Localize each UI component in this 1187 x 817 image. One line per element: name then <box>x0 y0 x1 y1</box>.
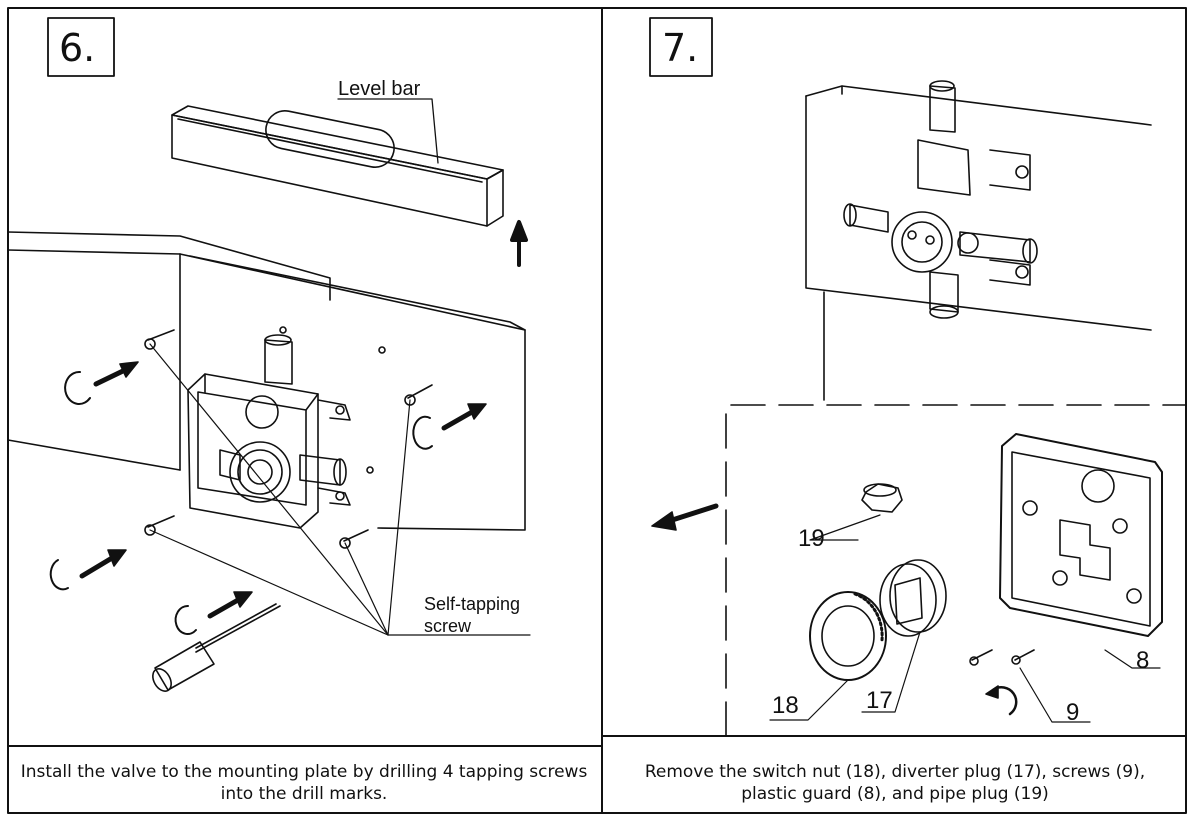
level-bar-label: Level bar <box>338 78 421 100</box>
self-tapping-leaders <box>149 343 531 636</box>
removed-parts-zone <box>725 404 1187 737</box>
screw-top-right <box>404 384 487 450</box>
arrow-up <box>510 220 528 267</box>
self-tapping-label-line2: screw <box>424 616 472 636</box>
valve-on-plate-6 <box>187 326 386 529</box>
level-bar-leader <box>337 98 439 164</box>
plastic-guard-8 <box>999 433 1163 669</box>
level-bar-drawing <box>171 105 504 227</box>
screw-bottom-right <box>339 529 369 549</box>
step-7-caption: Remove the switch nut (18), diverter plu… <box>644 762 1146 804</box>
switch-nut-18 <box>769 591 887 721</box>
wall-panel-7 <box>805 85 1152 401</box>
screws-9 <box>969 649 1091 723</box>
screw-top-left <box>64 329 175 405</box>
valve-installed-7 <box>843 80 1038 319</box>
callout-17: 17 <box>866 687 893 714</box>
diverter-plug-17 <box>861 559 947 713</box>
step-7-box <box>649 17 713 77</box>
self-tapping-label-line1: Self-tapping <box>424 594 520 614</box>
callout-19: 19 <box>798 525 825 552</box>
callout-8: 8 <box>1136 647 1149 674</box>
step-number-6: 6. <box>59 26 96 70</box>
outer-frame <box>7 7 1187 814</box>
step-6-caption: Install the valve to the mounting plate … <box>20 762 588 804</box>
step-number-7: 7. <box>662 26 699 70</box>
step-6-box <box>47 17 115 77</box>
screw-bottom-left <box>49 515 175 591</box>
arrow-left-head <box>651 511 677 531</box>
mounting-board <box>7 231 526 531</box>
callout-9: 9 <box>1066 699 1079 726</box>
callout-18: 18 <box>772 692 799 719</box>
screwdriver <box>152 591 281 692</box>
pipe-plug-19 <box>809 483 903 541</box>
